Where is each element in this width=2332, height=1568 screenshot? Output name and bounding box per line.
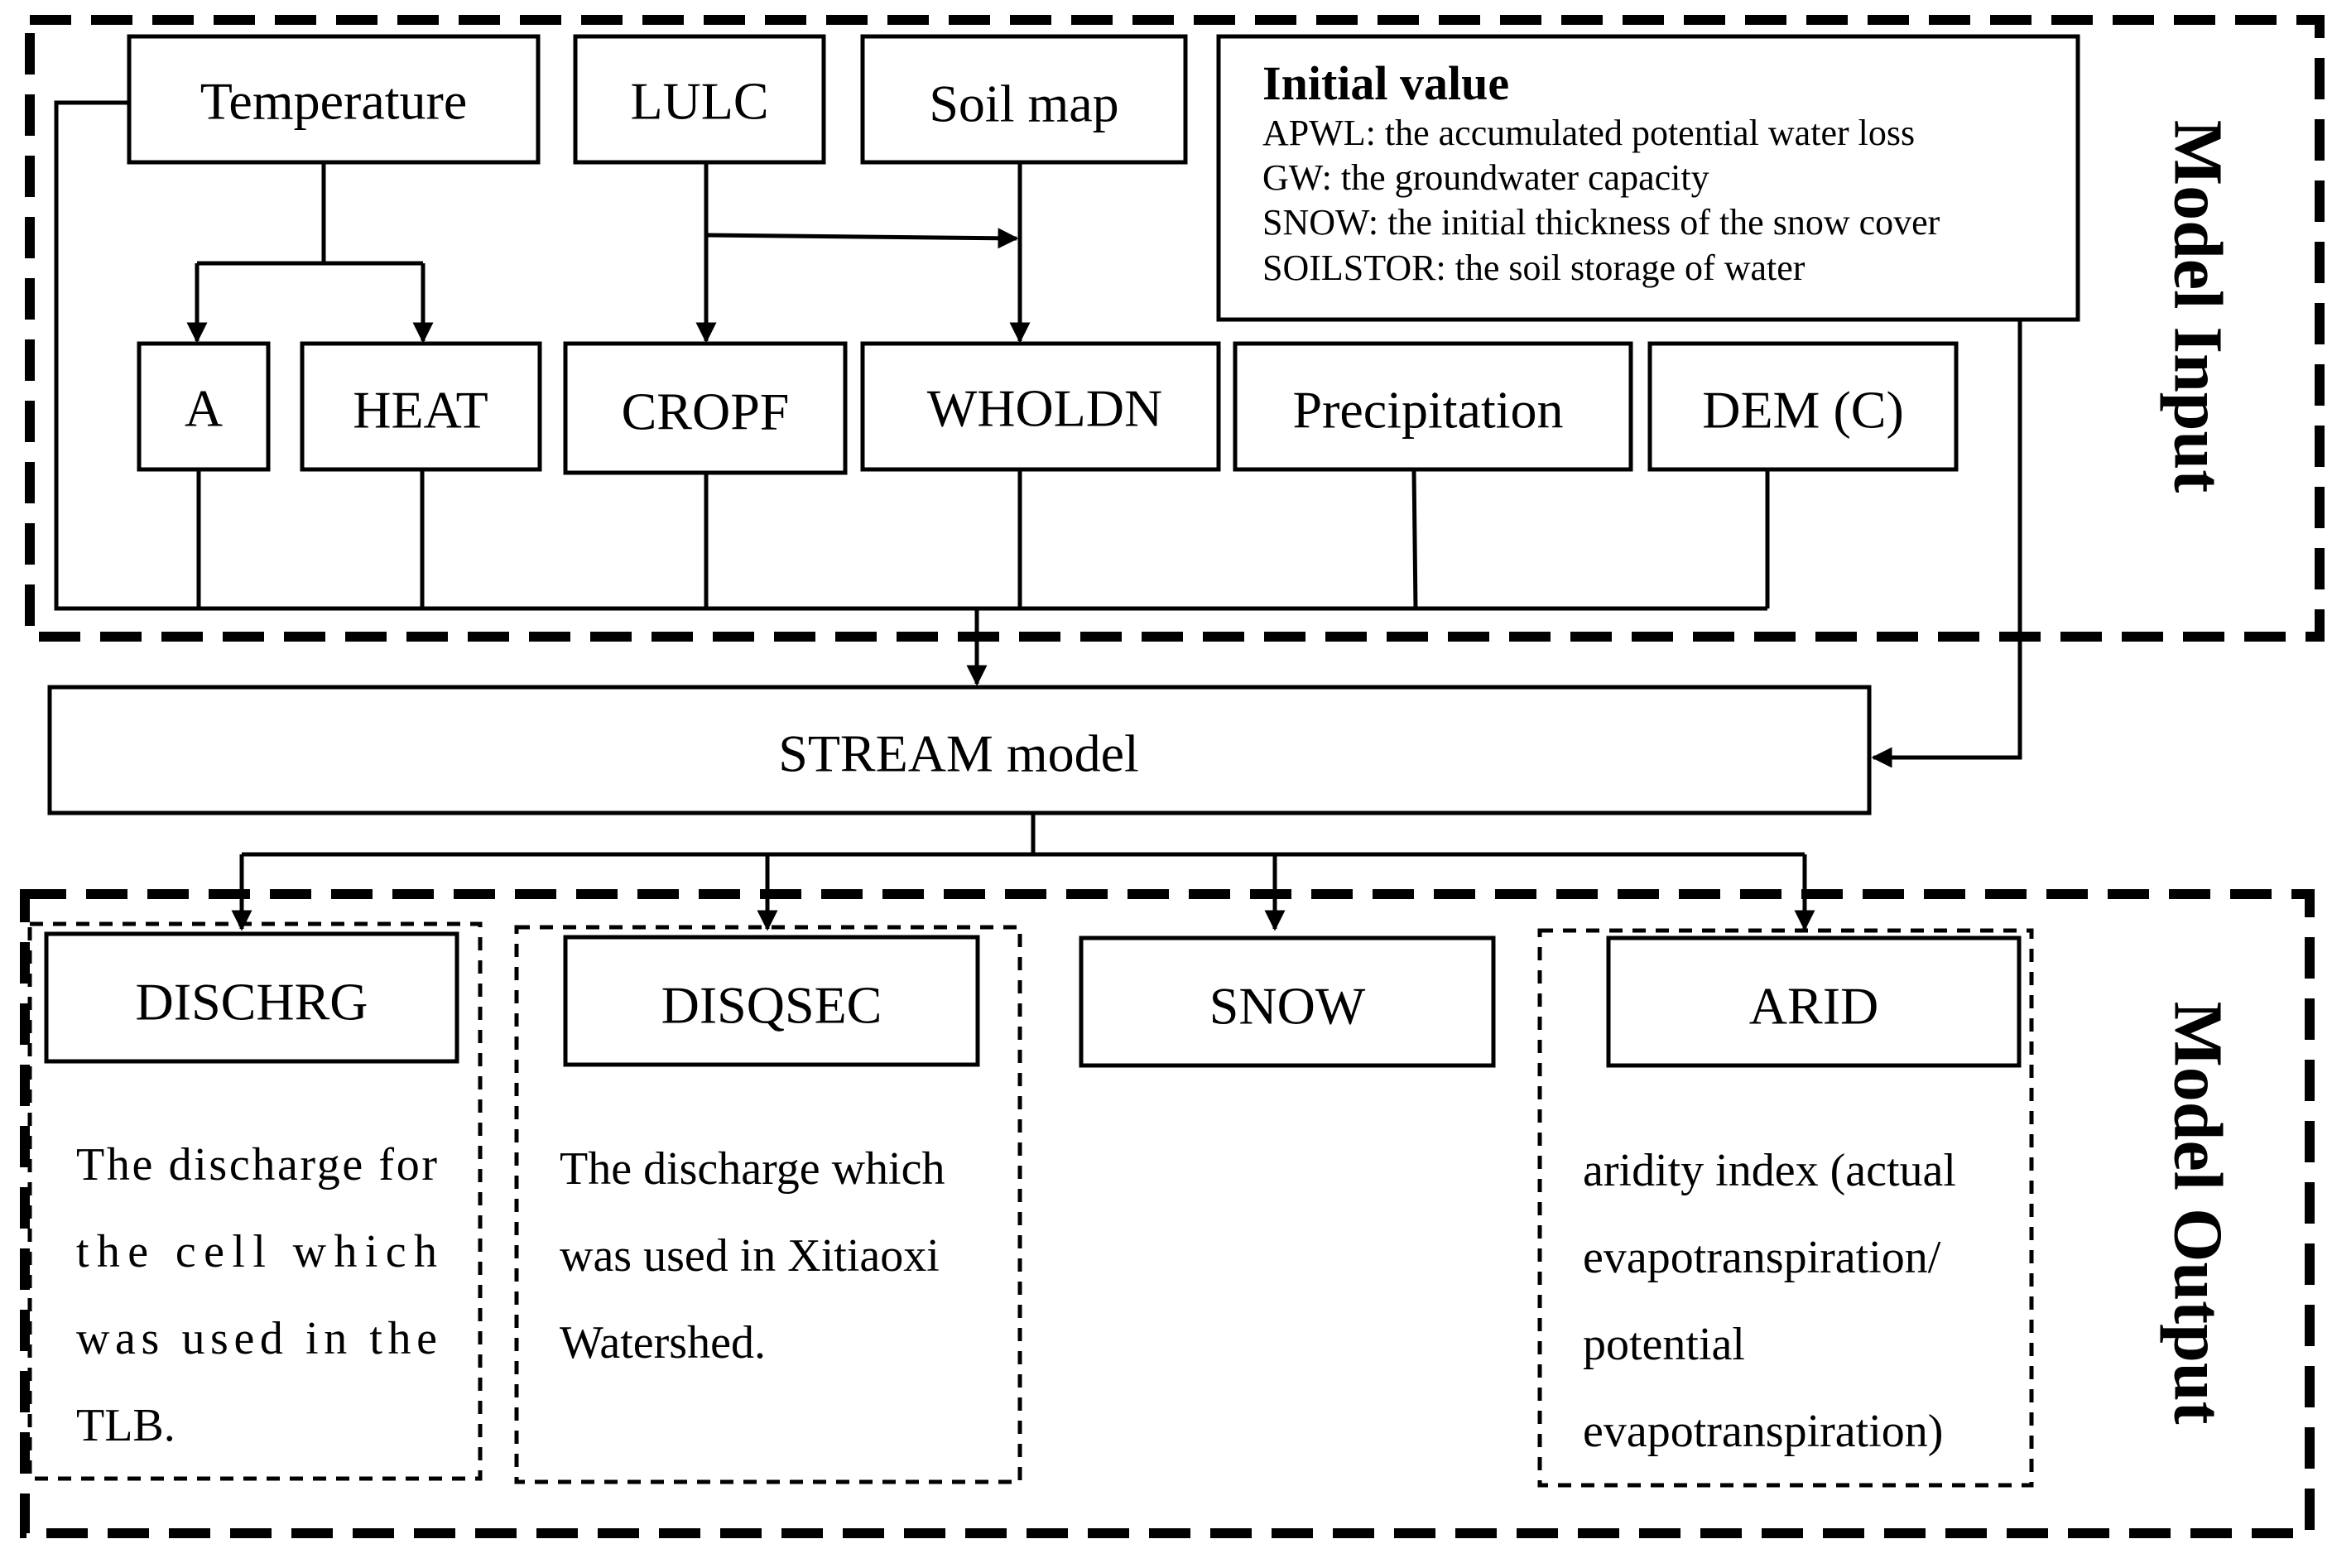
disqsec-group-frame <box>514 925 1022 1484</box>
arid-description-line: potential <box>1583 1319 1745 1370</box>
disqsec-description-line: was used in Xitiaoxi <box>560 1230 940 1282</box>
input-collector-bus <box>54 100 1770 686</box>
svg-text:DISCHRG: DISCHRG <box>136 973 368 1032</box>
svg-text:SNOW: SNOW <box>1209 977 1366 1036</box>
svg-text:WHOLDN: WHOLDN <box>927 379 1162 438</box>
dischrg-description-line: The discharge for <box>76 1139 437 1190</box>
temperature-connectors <box>186 162 434 344</box>
model-output-frame <box>20 889 2315 1538</box>
svg-text:ARID: ARID <box>1749 977 1878 1036</box>
arid-description-line: evapotranspiration/ <box>1583 1232 1941 1283</box>
svg-text:A: A <box>185 379 223 438</box>
dischrg-node: DISCHRG <box>44 931 459 1064</box>
svg-text:DISQSEC: DISQSEC <box>661 976 882 1035</box>
svg-text:CROPF: CROPF <box>622 382 790 441</box>
a-node: A <box>137 341 271 472</box>
dischrg-group-frame <box>27 921 483 1481</box>
initial-value-node: Initial value APWL: the accumulated pote… <box>1216 34 2080 322</box>
svg-text:DEM (C): DEM (C) <box>1702 381 1904 440</box>
initial-value-line: SOILSTOR: the soil storage of water <box>1262 248 1805 288</box>
svg-text:Soil map: Soil map <box>929 75 1118 133</box>
arid-group-frame <box>1537 928 2034 1488</box>
initial-value-title: Initial value <box>1262 56 1509 110</box>
disqsec-node: DISQSEC <box>563 935 980 1067</box>
stream-model-node: STREAM model <box>47 685 1872 815</box>
svg-text:Temperature: Temperature <box>200 72 467 131</box>
arid-description-line: aridity index (actual <box>1583 1145 1956 1196</box>
model-output-title: Model Output <box>2160 1001 2237 1424</box>
initial-value-connector <box>1871 320 2022 768</box>
model-input-frame <box>25 15 2325 642</box>
arid-description-line: evapotranspiration) <box>1583 1406 1943 1457</box>
initial-value-line: APWL: the accumulated potential water lo… <box>1262 113 1915 153</box>
model-input-title: Model Input <box>2160 120 2237 493</box>
svg-text:STREAM model: STREAM model <box>778 724 1139 783</box>
lulc-connectors <box>695 162 1019 344</box>
initial-value-line: SNOW: the initial thickness of the snow … <box>1262 202 1940 243</box>
precipitation-node: Precipitation <box>1233 341 1633 472</box>
dem-node: DEM (C) <box>1647 341 1959 472</box>
disqsec-description-line: Watershed. <box>560 1317 766 1368</box>
svg-text:HEAT: HEAT <box>353 381 488 440</box>
lulc-node: LULC <box>573 34 826 165</box>
heat-node: HEAT <box>300 341 542 472</box>
wholdn-node: WHOLDN <box>860 341 1221 472</box>
output-distribution-connectors <box>231 813 1815 931</box>
initial-value-line: GW: the groundwater capacity <box>1262 157 1709 198</box>
svg-text:Precipitation: Precipitation <box>1292 381 1563 440</box>
arid-node: ARID <box>1606 936 2022 1068</box>
svg-text:LULC: LULC <box>630 72 768 131</box>
soil-map-node: Soil map <box>860 34 1188 165</box>
dischrg-description-line: was used in the <box>76 1313 437 1364</box>
dischrg-description-line: TLB. <box>76 1400 176 1451</box>
cropf-node: CROPF <box>563 341 848 475</box>
snow-node: SNOW <box>1079 936 1496 1068</box>
temperature-node: Temperature <box>127 34 541 165</box>
dischrg-description-line: the cell which <box>76 1226 437 1277</box>
disqsec-description-line: The discharge which <box>560 1143 945 1195</box>
